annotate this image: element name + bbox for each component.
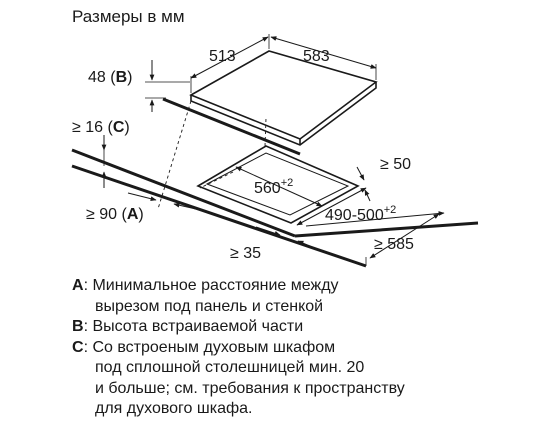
hob-body-line [162, 97, 301, 156]
legend-key: C [72, 338, 84, 356]
legend-item-a: A: Минимальное расстояние между [72, 276, 542, 297]
legend-text: для духового шкафа. [95, 400, 253, 417]
back-edge-label: ≥ 50 [380, 156, 411, 173]
legend-text: вырезом под панель и стенкой [95, 297, 324, 315]
front-edge-label: ≥ 35 [230, 245, 261, 262]
gap-a-dimension [127, 192, 197, 210]
cutout-depth-label: 490-500+2 [325, 204, 396, 224]
hob-depth-dimension [190, 34, 270, 93]
hob-depth-label: 513 [209, 48, 236, 65]
legend-text: Со встроеным духовым шкафом [92, 338, 336, 356]
legend-text: под сплошной столешницей мин. 20 [95, 359, 365, 376]
cutout-width-label: 560+2 [254, 177, 293, 197]
legend-item-a-cont: вырезом под панель и стенкой [72, 297, 542, 318]
legend-text: и больше; см. требования к пространству [95, 379, 405, 397]
legend-key: A [72, 277, 84, 294]
hob-width-dimension [270, 36, 377, 80]
worktop-depth-label: ≥ 585 [374, 236, 414, 253]
legend-item-c: C: Со встроеным духовым шкафом [72, 338, 542, 359]
hob-width-label: 583 [303, 48, 330, 65]
gap-a-label: ≥ 90 (A) [86, 206, 144, 223]
front-edge-dimension [255, 226, 313, 248]
diagram-title: Размеры в мм [72, 7, 185, 26]
legend-item-b: B: Высота встраиваемой части [72, 317, 542, 338]
legend-key: B [72, 318, 84, 335]
legend: A: Минимальное расстояние между вырезом … [72, 276, 542, 420]
legend-item-c-cont: под сплошной столешницей мин. 20 [72, 358, 542, 379]
hob-top-plate [189, 50, 378, 146]
worktop-depth-dimension [369, 213, 440, 259]
legend-text: Минимальное расстояние между [92, 277, 339, 294]
gap-c-label: ≥ 16 (C) [72, 119, 130, 136]
legend-text: Высота встраиваемой части [92, 318, 304, 335]
height-b-dimension [145, 60, 190, 112]
back-edge-dimension [356, 166, 371, 202]
legend-item-c-cont: и больше; см. требования к пространству [72, 379, 542, 400]
projection-lines [157, 100, 267, 210]
legend-item-c-cont: для духового шкафа. [72, 399, 542, 420]
height-b-label: 48 (B) [88, 69, 132, 86]
